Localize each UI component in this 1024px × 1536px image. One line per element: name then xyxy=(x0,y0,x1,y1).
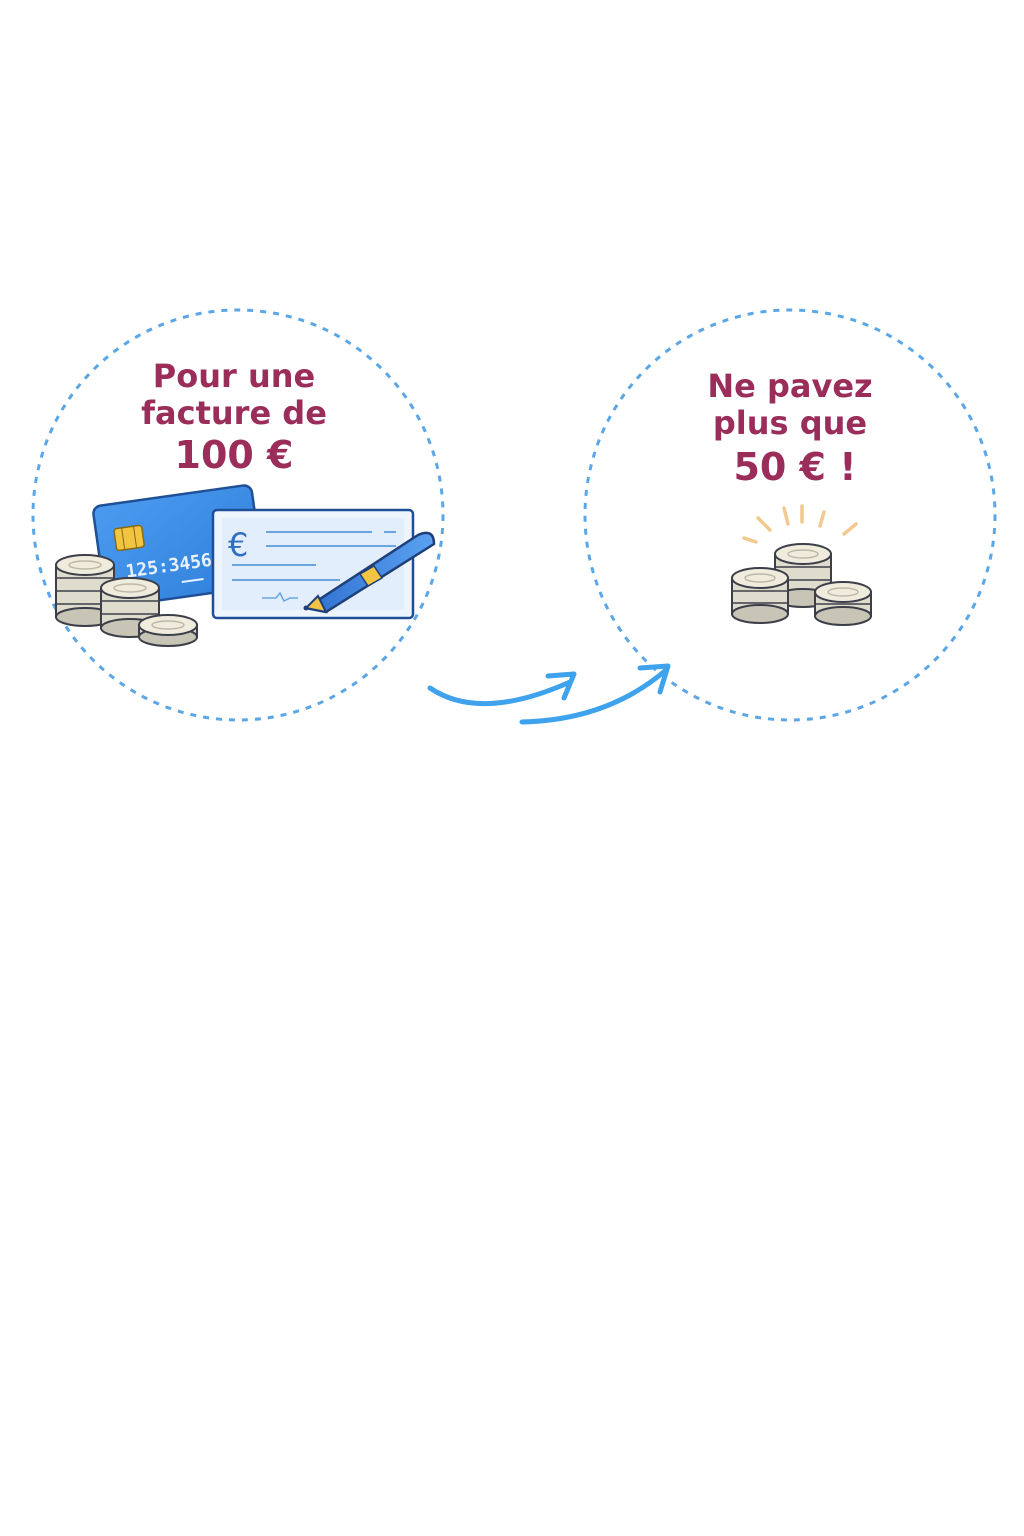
left-dashed-circle xyxy=(31,308,445,722)
right-caption-line1: Ne pavez xyxy=(707,367,873,405)
curved-arrow-icon xyxy=(519,663,671,725)
sparkle-icon xyxy=(742,504,858,544)
curved-arrow-icon xyxy=(427,671,577,707)
left-caption-line2: facture de xyxy=(141,393,327,432)
right-caption: Ne pavez plus que 50 € ! xyxy=(680,368,900,489)
left-caption-line1: Pour une xyxy=(152,357,316,395)
right-caption-line2: plus que xyxy=(712,403,868,442)
cheque-euro-symbol: € xyxy=(228,526,248,564)
pen-icon xyxy=(303,531,436,614)
coin-stack-icon xyxy=(731,543,872,626)
left-caption-amount: 100 € xyxy=(174,432,294,477)
right-dashed-circle xyxy=(583,308,997,722)
left-caption: Pour une facture de 100 € xyxy=(118,358,350,477)
coin-stack-icon xyxy=(55,554,198,647)
cheque-icon: € xyxy=(211,508,415,620)
right-caption-amount: 50 € ! xyxy=(733,444,857,489)
